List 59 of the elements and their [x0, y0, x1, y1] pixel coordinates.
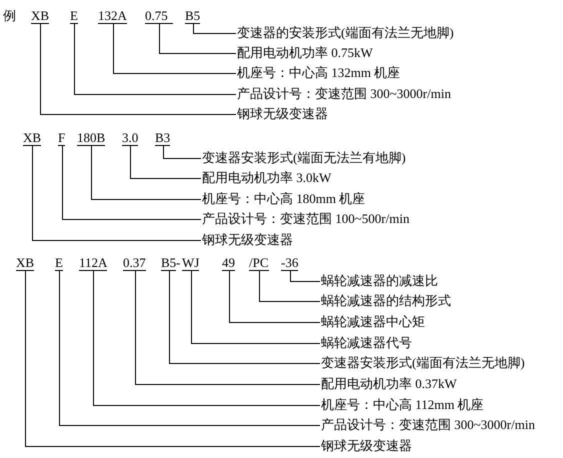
description-text: 变速器的安装形式(端面有法兰无地脚) — [237, 26, 454, 40]
leader-line — [193, 24, 236, 34]
leader-line — [169, 270, 320, 364]
description-text: 变速器安装形式(端面无法兰有地脚) — [202, 151, 406, 165]
description-text: 钢球无级变速器 — [237, 107, 328, 121]
model-code-segment: 180B — [77, 131, 106, 146]
leader-line — [74, 24, 236, 95]
description-text: 钢球无级变速器 — [321, 439, 412, 453]
description-text: 蜗轮减速器的结构形式 — [321, 294, 451, 308]
model-code-segment: 132A — [98, 9, 127, 24]
description-text: 蜗轮减速器中心矩 — [321, 315, 425, 329]
example-label: 例 — [3, 9, 16, 23]
description-text: 产品设计号：变速范围 300~3000r/min — [237, 87, 451, 101]
model-code-segment: F — [58, 131, 66, 146]
description-text: 机座号：中心高 112mm 机座 — [321, 398, 484, 412]
leader-line — [59, 270, 320, 426]
model-code-segment: /PC — [249, 256, 269, 271]
model-code-segment: 0.37 — [123, 256, 146, 271]
model-code-segment: WJ — [182, 256, 200, 271]
leader-line — [25, 270, 320, 447]
leader-line — [40, 24, 236, 115]
model-code-segment: XB — [16, 256, 34, 271]
description-text: 蜗轮减速器的减速比 — [321, 274, 438, 288]
description-text: 配用电动机功率 0.37kW — [321, 377, 457, 391]
model-code-segment: E — [55, 256, 63, 271]
model-code-segment: 112A — [79, 256, 108, 271]
leader-line — [93, 270, 320, 406]
description-text: 配用电动机功率 3.0kW — [202, 171, 332, 185]
leader-line — [113, 24, 236, 74]
model-code-segment: B5 — [185, 9, 200, 24]
model-code-segment: -36 — [281, 256, 298, 271]
description-text: 产品设计号：变速范围 300~3000r/min — [321, 418, 535, 432]
description-text: 产品设计号：变速范围 100~500r/min — [202, 212, 410, 226]
leader-line — [229, 270, 320, 323]
description-text: 变速器安装形式(端面有法兰无地脚) — [321, 356, 525, 370]
model-code-segment: B3 — [155, 131, 170, 146]
leader-line — [163, 146, 202, 159]
leader-line — [130, 146, 202, 179]
model-code-segment: 0.75 — [145, 9, 173, 24]
description-text: 机座号：中心高 132mm 机座 — [237, 66, 400, 80]
description-text: 配用电动机功率 0.75kW — [237, 46, 373, 60]
model-code-segment: 49 — [222, 256, 235, 271]
hyphen-separator: - — [176, 256, 180, 270]
description-text: 蜗轮减速器代号 — [321, 336, 412, 350]
leader-line — [159, 24, 236, 54]
model-code-segment: XB — [23, 131, 42, 146]
leader-line — [290, 270, 320, 282]
leader-line — [191, 270, 320, 344]
description-text: 机座号：中心高 180mm 机座 — [202, 192, 366, 206]
model-code-segment: E — [70, 9, 78, 24]
leader-line — [135, 270, 320, 385]
model-code-segment: B5 — [161, 256, 176, 271]
leader-line — [32, 146, 202, 241]
description-text: 钢球无级变速器 — [202, 233, 293, 247]
leader-line — [259, 270, 320, 302]
leader-line — [62, 146, 202, 220]
model-code-segment: 3.0 — [122, 131, 138, 146]
model-code-segment: XB — [31, 9, 50, 24]
leader-line — [91, 146, 202, 200]
